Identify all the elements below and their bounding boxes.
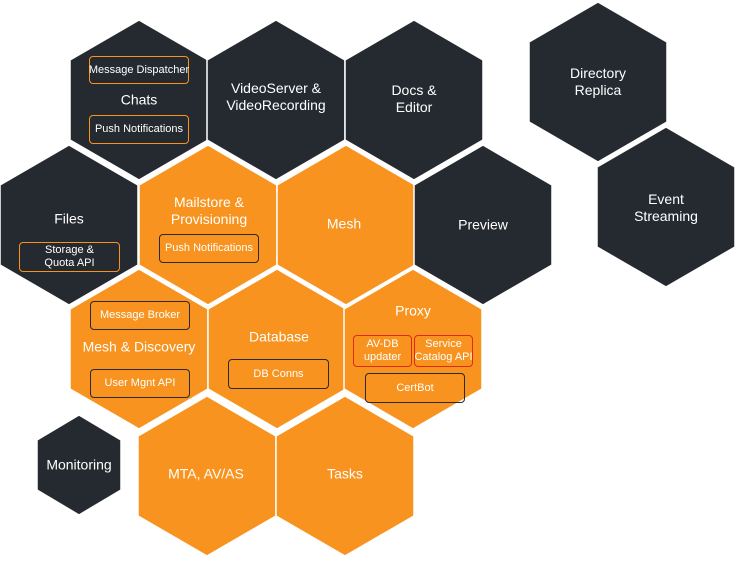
message-broker-tag: Message Broker [90,301,190,330]
event-title-line-2: Streaming [634,208,698,224]
docs-editor-title: Docs & Editor [391,82,436,116]
service-catalog-api-tag: Service Catalog API [414,335,473,367]
chats-push-notifications-tag: Push Notifications [89,115,189,144]
mailstore-title-line-1: Mailstore & [173,194,245,210]
message-dispatcher-tag: Message Dispatcher [89,56,189,84]
mailstore-title-line-2: Provisioning [170,211,248,227]
preview-title: Preview [458,216,508,233]
av-db-updater-tag: AV-DB updater [353,335,412,367]
mailstore-push-notifications-tag: Push Notifications [159,234,259,263]
service-catalog-line-2: Catalog API [414,351,473,363]
docs-title-line-2: Editor [395,99,433,115]
docs-editor-hex [344,19,484,181]
storage-quota-line-1: Storage & [45,244,94,256]
files-title: Files [54,210,84,227]
monitoring-title: Monitoring [46,456,112,473]
videoserver-title-line-1: VideoServer & [230,80,321,96]
docs-title-line-1: Docs & [391,82,437,98]
storage-quota-line-2: Quota API [44,257,95,269]
event-streaming-hex [596,126,736,288]
service-catalog-line-1: Service [425,338,462,350]
av-db-line-1: AV-DB [366,338,399,350]
directory-replica-hex [528,1,668,163]
proxy-title: Proxy [395,302,431,319]
monitoring-hex [36,414,122,516]
mta-title: MTA, AV/AS [168,465,244,482]
mesh-title: Mesh [326,215,362,232]
files-hex [0,144,139,306]
certbot-tag: CertBot [365,373,465,403]
storage-quota-api-tag: Storage & Quota API [19,242,120,272]
directory-replica-title: Directory Replica [570,65,626,99]
event-title-line-1: Event [648,191,684,207]
event-streaming-title: Event Streaming [634,191,698,225]
user-mgnt-api-tag: User Mgnt API [90,369,190,398]
videoserver-title: VideoServer & VideoRecording [226,80,325,114]
directory-title-line-2: Replica [574,82,622,98]
tasks-hex [275,395,415,557]
database-title: Database [249,328,309,345]
db-conns-tag: DB Conns [228,359,329,389]
preview-hex [413,144,553,306]
mailstore-provisioning-title: Mailstore & Provisioning [171,194,247,228]
av-db-line-2: updater [363,351,402,363]
proxy-hex [343,268,483,430]
videoserver-title-line-2: VideoRecording [226,97,326,113]
chats-title: Chats [120,91,158,108]
directory-title-line-1: Directory [569,65,627,81]
tasks-title: Tasks [327,465,363,482]
mesh-discovery-title: Mesh & Discovery [82,338,196,355]
